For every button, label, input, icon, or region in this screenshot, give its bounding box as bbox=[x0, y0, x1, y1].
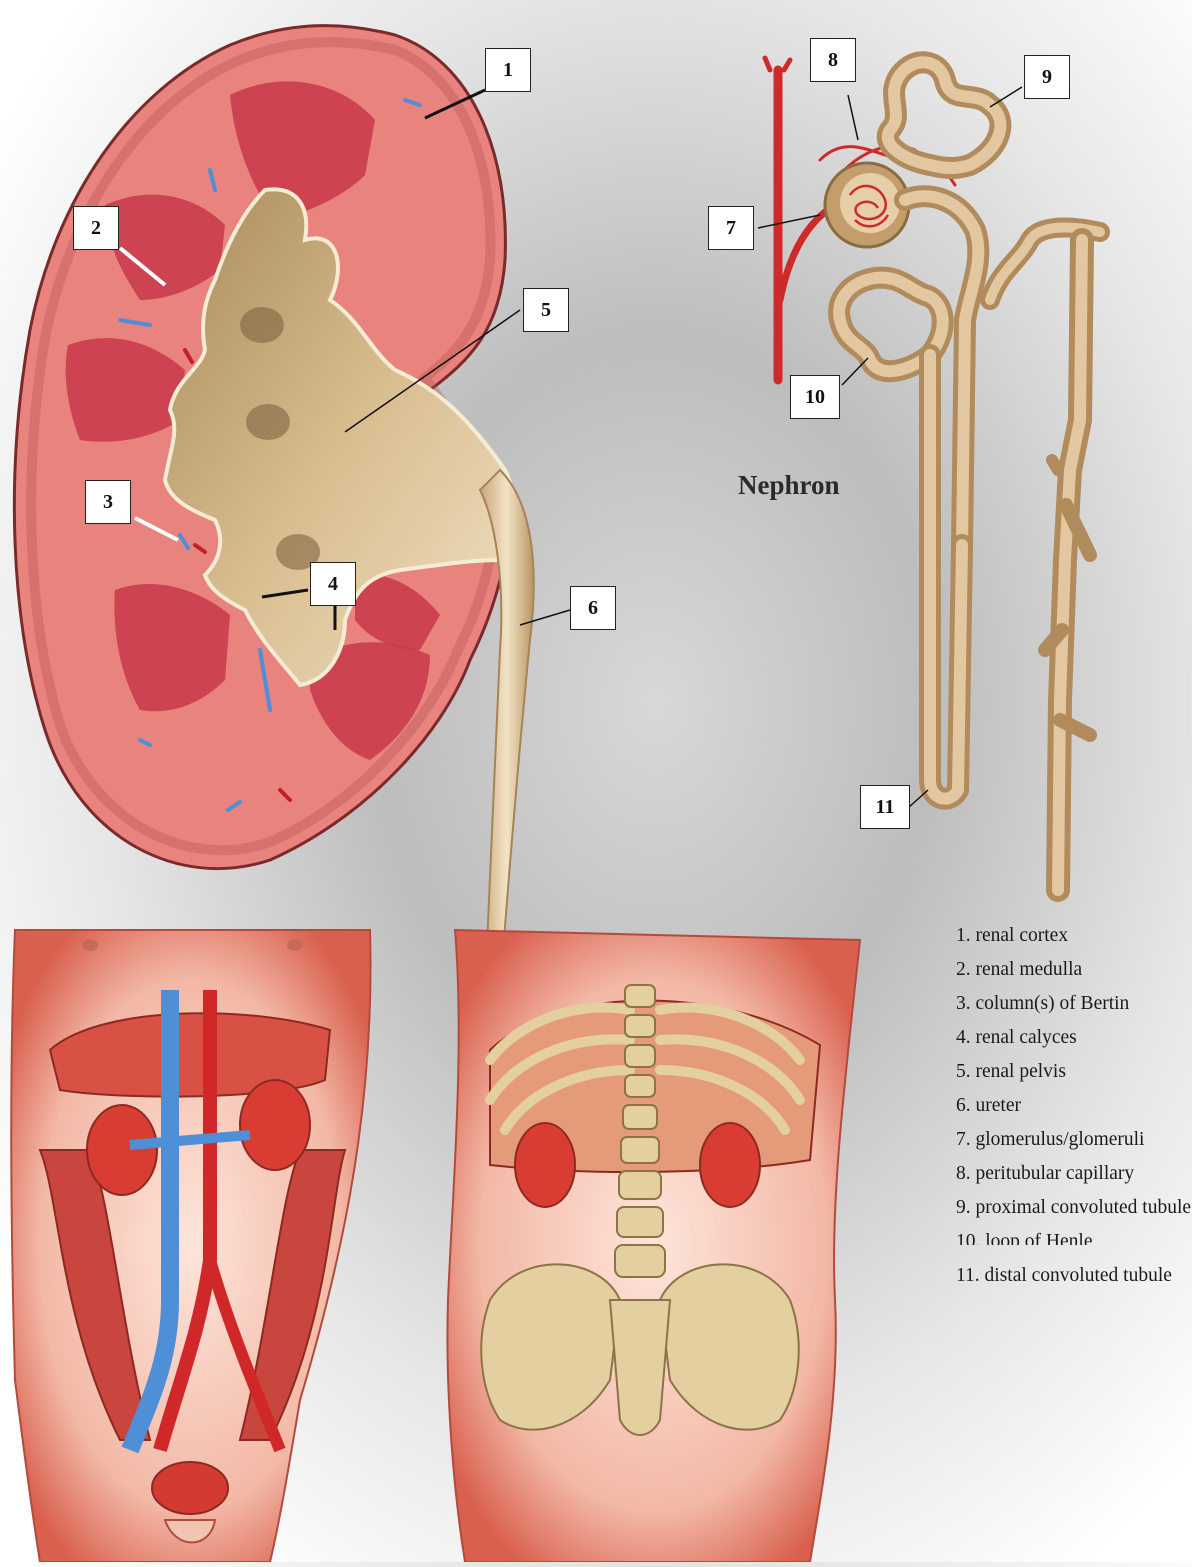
callout-9: 9 bbox=[1024, 55, 1070, 99]
legend-item-5: 5. renal pelvis bbox=[956, 1061, 1066, 1083]
callout-4: 4 bbox=[310, 562, 356, 606]
collecting-duct bbox=[1045, 240, 1090, 890]
legend-item-9: 9. proximal convoluted tubule bbox=[956, 1197, 1191, 1219]
callout-6: 6 bbox=[570, 586, 616, 630]
callout-10: 10 bbox=[790, 375, 840, 419]
legend: 1. renal cortex 2. renal medulla 3. colu… bbox=[956, 925, 1192, 1245]
callout-7: 7 bbox=[708, 206, 754, 250]
legend-item-10: 10. loop of Henle bbox=[956, 1231, 1092, 1245]
posterior-torso bbox=[447, 930, 860, 1562]
legend-item-1: 1. renal cortex bbox=[956, 925, 1068, 947]
legend-item-7: 7. glomerulus/glomeruli bbox=[956, 1129, 1144, 1151]
anterior-torso bbox=[11, 930, 370, 1562]
callout-11: 11 bbox=[860, 785, 910, 829]
nephron-title: Nephron bbox=[738, 470, 840, 501]
callout-5: 5 bbox=[523, 288, 569, 332]
legend-item-4: 4. renal calyces bbox=[956, 1027, 1077, 1049]
legend-item-3: 3. column(s) of Bertin bbox=[956, 993, 1129, 1015]
legend-item-11: 11. distal convoluted tubule bbox=[956, 1265, 1192, 1287]
callout-8: 8 bbox=[810, 38, 856, 82]
legend-item-6: 6. ureter bbox=[956, 1095, 1021, 1117]
callout-2: 2 bbox=[73, 206, 119, 250]
callout-3: 3 bbox=[85, 480, 131, 524]
legend-item-2: 2. renal medulla bbox=[956, 959, 1082, 981]
callout-1: 1 bbox=[485, 48, 531, 92]
legend-item-8: 8. peritubular capillary bbox=[956, 1163, 1134, 1185]
